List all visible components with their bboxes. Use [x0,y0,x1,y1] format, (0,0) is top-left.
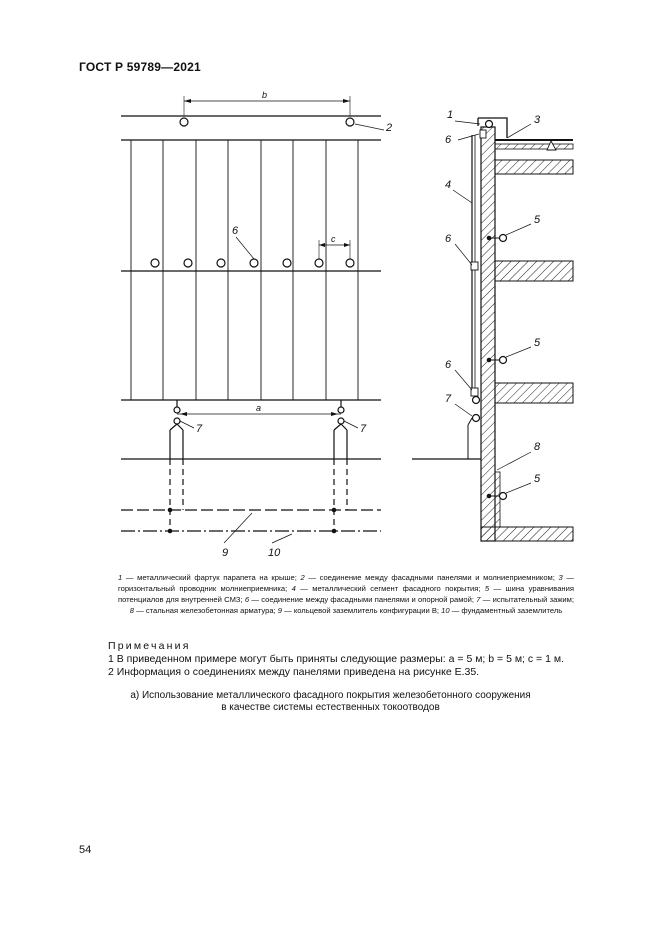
down-conductor-left [169,400,184,459]
connection-point [345,117,355,127]
label-2: 2 [385,122,392,134]
label-6: 6 [232,225,239,237]
leader-line [179,420,195,429]
label-5: 5 [534,473,541,485]
document-id: ГОСТ Р 59789—2021 [79,60,201,74]
label-a: a [256,403,261,413]
label-b: b [262,90,267,100]
label-6: 6 [445,134,452,146]
label-1: 1 [447,109,453,121]
label-4: 4 [445,179,451,191]
label-7-right: 7 [360,423,367,435]
down-conductor-right [333,400,348,459]
building-section [412,117,574,542]
label-5: 5 [534,214,541,226]
leader-line [343,420,359,429]
page-number: 54 [79,844,92,856]
figure-caption-line2: в качестве системы естественных токоотво… [221,702,440,713]
label-9: 9 [222,547,228,559]
leader-line [235,236,255,260]
label-7: 7 [445,393,452,405]
facade-elevation [121,96,385,544]
note-1: 1 В приведенном примере могут быть приня… [108,653,564,665]
leader-line [223,512,253,544]
label-6: 6 [445,233,452,245]
middle-connection-row [150,258,355,268]
label-7: 7 [196,423,203,435]
note-2: 2 Информация о соединениях между панелям… [108,666,480,678]
figure-labels-right: 1 6 3 4 6 5 5 6 7 8 5 [445,109,541,485]
notes-title: Примечания [108,640,191,652]
leader-line [271,533,293,544]
figure-labels-left: b 2 6 c a 7 7 9 10 [196,90,392,559]
figure-caption-line1: а) Использование металлического фасадног… [130,690,531,701]
bonding-bar [498,491,508,501]
bonding-bar [498,233,508,243]
label-3: 3 [534,114,541,126]
buried-conductors [169,459,348,531]
leader-line [354,123,385,131]
label-6: 6 [445,359,452,371]
connection-point [179,117,189,127]
panel-seams [130,140,359,400]
label-8: 8 [534,441,541,453]
bonding-bar [498,355,508,365]
figure-legend: 1 — металлический фартук парапета на кры… [118,573,575,615]
label-5: 5 [534,337,541,349]
label-10: 10 [268,547,281,559]
label-c: c [331,234,336,244]
